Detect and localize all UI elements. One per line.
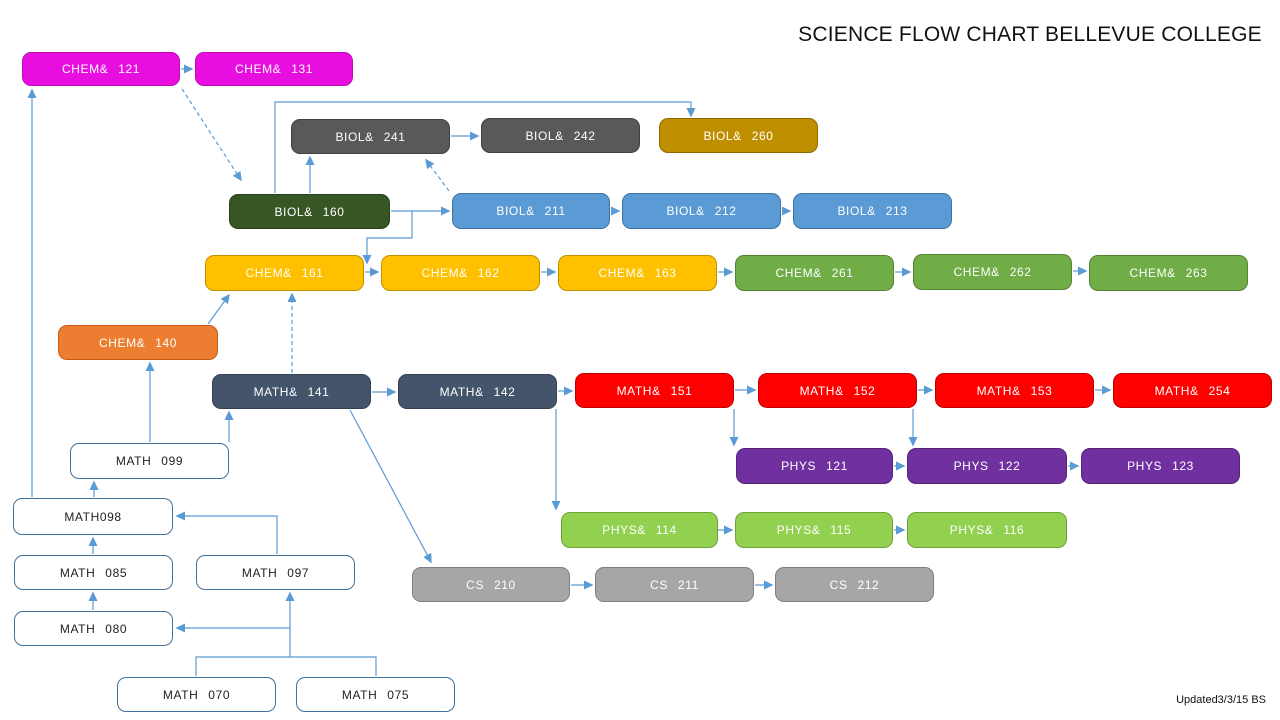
edge-chem-140-to-chem-161: [207, 293, 230, 325]
edge-biol-160-to-chem-162: [362, 211, 413, 265]
edge-math-097-to-math098: [175, 511, 278, 554]
updated-note: Updated3/3/15 BS: [1176, 694, 1266, 706]
edge-chem-121-to-biol-160: [181, 88, 242, 182]
edge-biol-211-to-biol-241: [425, 158, 450, 192]
edge-biol-160-to-biol-260: [274, 101, 696, 193]
edge-math-070-to-math-075: [195, 656, 377, 676]
chart-title: SCIENCE FLOW CHART BELLEVUE COLLEGE: [798, 23, 1262, 46]
edge-math-141-to-cs-210: [349, 409, 432, 564]
